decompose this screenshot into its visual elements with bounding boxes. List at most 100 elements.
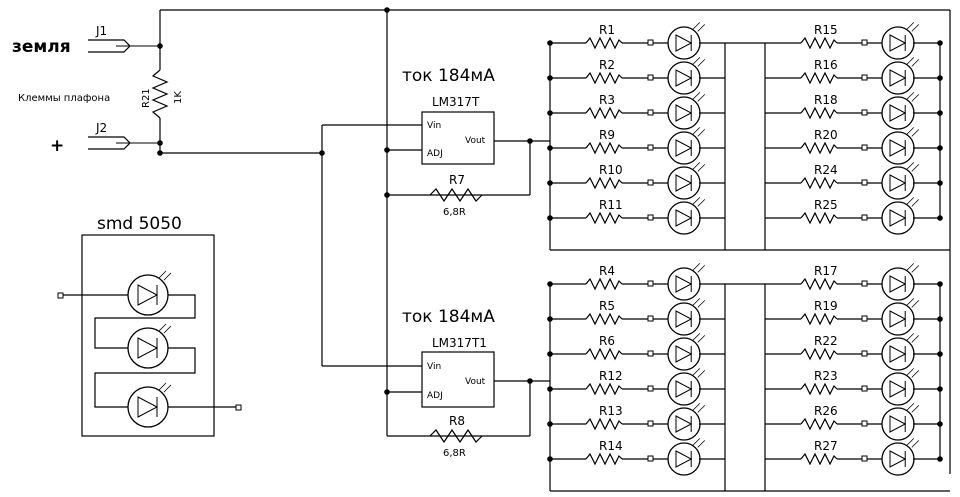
r21-value: 1K xyxy=(173,91,184,104)
pad-marker xyxy=(861,350,868,357)
resistor-symbol xyxy=(585,277,623,291)
led-symbol xyxy=(667,333,706,371)
resistor-symbol xyxy=(800,71,838,85)
led-symbol xyxy=(127,382,172,428)
led-symbol xyxy=(881,403,920,441)
pad-marker xyxy=(861,179,868,186)
led-symbol xyxy=(667,57,706,95)
led-symbol xyxy=(667,92,706,130)
resistor-symbol xyxy=(585,106,623,120)
resistor-symbol xyxy=(585,312,623,326)
right-resistor-label: R26 xyxy=(814,404,838,418)
junction-dot xyxy=(937,386,943,392)
junction-dot xyxy=(547,456,553,462)
led-strings xyxy=(547,22,950,492)
led-symbol xyxy=(667,127,706,165)
left-resistor-label: R13 xyxy=(599,404,623,418)
left-resistor-label: R9 xyxy=(599,128,615,142)
sense-resistor-bottom xyxy=(429,428,483,444)
right-resistor-label: R20 xyxy=(814,128,838,142)
pad-marker xyxy=(861,280,868,287)
led-symbol xyxy=(667,22,706,60)
led-symbol xyxy=(881,368,920,406)
resistor-symbol xyxy=(585,36,623,50)
regulator-bottom-adj: ADJ xyxy=(427,391,443,401)
regulator-top-vout: Vout xyxy=(465,136,486,146)
resistor-symbol xyxy=(585,382,623,396)
resistor-symbol xyxy=(585,417,623,431)
resistor-symbol xyxy=(800,36,838,50)
right-resistor-label: R27 xyxy=(814,439,838,453)
junction-dot xyxy=(937,316,943,322)
junction-dot xyxy=(547,180,553,186)
sense-resistor-bottom-name: R8 xyxy=(449,414,465,428)
pad-marker xyxy=(647,420,654,427)
pad-marker xyxy=(647,214,654,221)
led-symbol xyxy=(667,438,706,476)
led-symbol xyxy=(881,22,920,60)
pad-marker xyxy=(861,214,868,221)
resistor-symbol xyxy=(585,71,623,85)
sense-resistor-top xyxy=(429,187,483,203)
right-resistor-label: R22 xyxy=(814,334,838,348)
left-resistor-label: R11 xyxy=(599,198,623,212)
junction-dot xyxy=(937,215,943,221)
pad-marker xyxy=(861,455,868,462)
resistor-symbol xyxy=(585,347,623,361)
right-resistor-label: R18 xyxy=(814,93,838,107)
regulator-bottom xyxy=(421,351,550,408)
resistor-symbol xyxy=(800,347,838,361)
regulator-bottom-name: LM317T1 xyxy=(432,336,487,350)
right-resistor-label: R15 xyxy=(814,23,838,37)
plus-label: + xyxy=(50,136,64,156)
group-top-current: ток 184мА xyxy=(402,66,495,86)
terminals-label: Клеммы плафона xyxy=(18,93,110,104)
resistor-symbol xyxy=(800,382,838,396)
junction-dot xyxy=(937,110,943,116)
resistor-symbol xyxy=(800,452,838,466)
led-symbol xyxy=(881,162,920,200)
resistor-symbol xyxy=(585,141,623,155)
junction-dot xyxy=(937,40,943,46)
resistor-symbol xyxy=(585,452,623,466)
junction-dot xyxy=(937,456,943,462)
right-resistor-label: R16 xyxy=(814,58,838,72)
junction-dot xyxy=(547,145,553,151)
right-resistor-label: R19 xyxy=(814,299,838,313)
resistor-symbol xyxy=(800,141,838,155)
pad-marker xyxy=(647,179,654,186)
sense-resistor-top-value: 6,8R xyxy=(443,207,466,218)
junction-dot xyxy=(547,40,553,46)
led-symbol xyxy=(881,333,920,371)
left-resistor-label: R6 xyxy=(599,334,615,348)
package-leds xyxy=(127,270,172,428)
left-resistor-label: R5 xyxy=(599,299,615,313)
pad-marker xyxy=(861,39,868,46)
left-resistor-label: R14 xyxy=(599,439,623,453)
regulator-bottom-vout: Vout xyxy=(465,377,486,387)
pad-marker xyxy=(861,385,868,392)
led-symbol xyxy=(881,298,920,336)
junction-dot xyxy=(547,75,553,81)
left-resistor-label: R1 xyxy=(599,23,615,37)
led-symbol xyxy=(881,92,920,130)
junction-dot xyxy=(547,281,553,287)
sense-resistor-top-name: R7 xyxy=(449,173,465,187)
junction-dot xyxy=(547,215,553,221)
junction-dot xyxy=(547,316,553,322)
group-bottom-current: ток 184мА xyxy=(402,307,495,327)
junction-dot xyxy=(547,110,553,116)
regulator-bottom-vin: Vin xyxy=(427,362,441,372)
left-resistor-label: R3 xyxy=(599,93,615,107)
connector-j2-label: J2 xyxy=(95,121,107,135)
resistor-symbol xyxy=(800,417,838,431)
resistor-symbol xyxy=(800,106,838,120)
junction-dot xyxy=(937,75,943,81)
junction-dot xyxy=(547,421,553,427)
pad-marker xyxy=(647,455,654,462)
led-symbol xyxy=(127,323,172,369)
junction-dot xyxy=(937,145,943,151)
pad-marker xyxy=(647,144,654,151)
pad-marker xyxy=(861,144,868,151)
led-symbol xyxy=(881,57,920,95)
